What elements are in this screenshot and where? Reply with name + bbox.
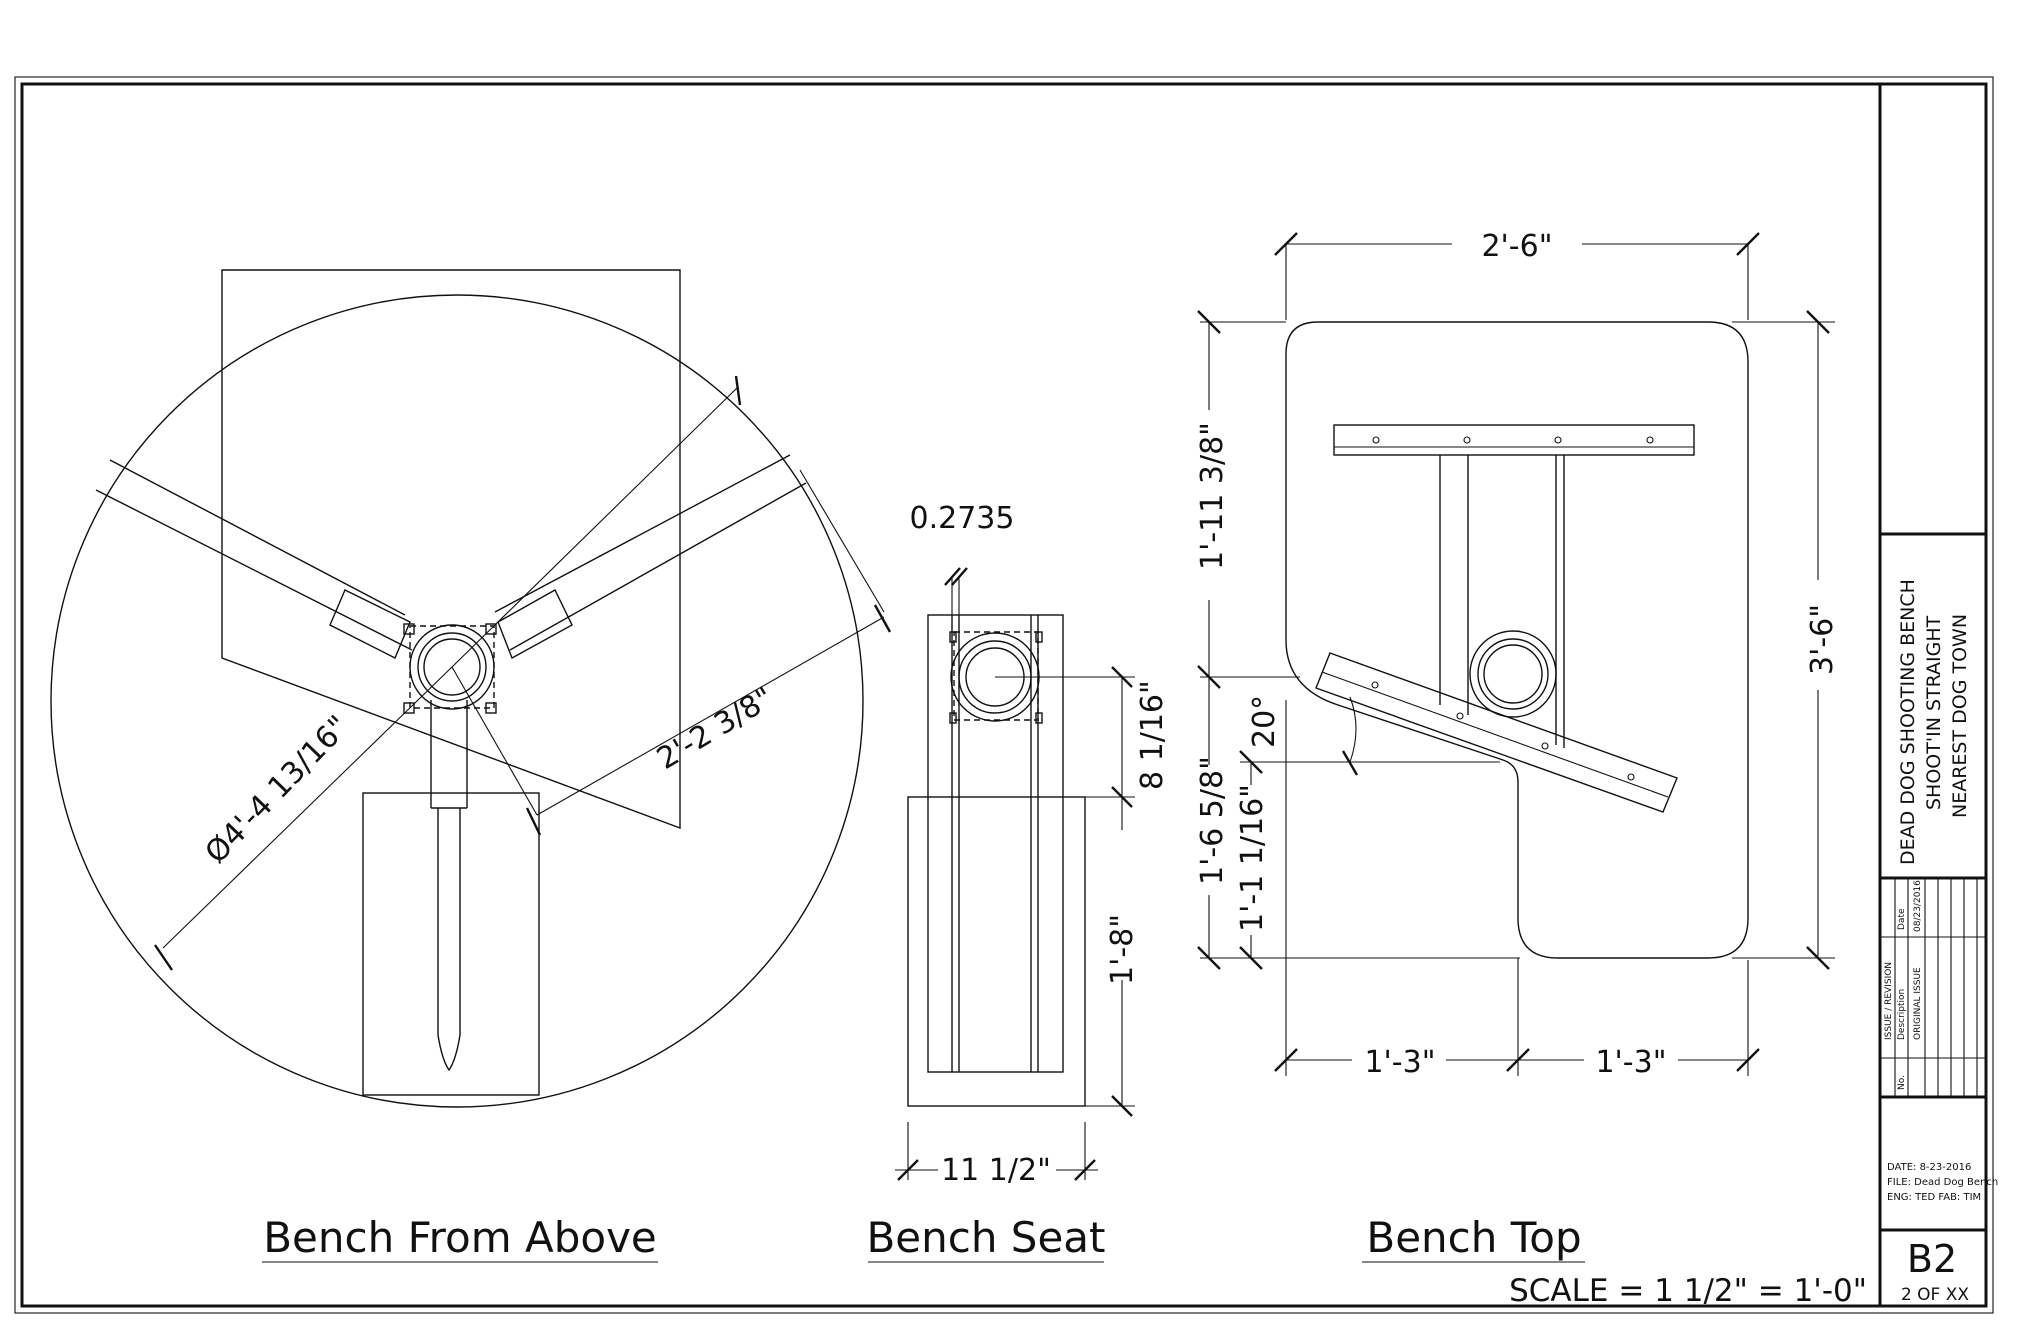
info-date: DATE: 8-23-2016	[1887, 1162, 1971, 1173]
dim-top-upper-left: 1'-11 3/8"	[1195, 422, 1230, 570]
info-eng: ENG: TED FAB: TIM	[1887, 1192, 1981, 1203]
view-bench-from-above: Ø4'-4 13/16" 2'-2 3/8" Bench From Above	[50, 269, 892, 1263]
seat-base	[907, 796, 1086, 1107]
rev-col-no: No.	[1897, 1075, 1907, 1090]
sheet-number: B2	[1907, 1237, 1957, 1281]
center-post	[409, 624, 495, 710]
rev-description: ORIGINAL ISSUE	[1913, 967, 1923, 1040]
revision-header: ISSUE / REVISION	[1884, 962, 1894, 1040]
dim-radius: 2'-2 3/8"	[651, 680, 779, 776]
scale-note: SCALE = 1 1/2" = 1'-0"	[1509, 1273, 1867, 1309]
dim-seat-right-upper: 8 1/16"	[1135, 680, 1170, 790]
angled-board	[1315, 652, 1678, 813]
project-line-1: DEAD DOG SHOOTING BENCH	[1897, 579, 1919, 865]
title-block: DEAD DOG SHOOTING BENCH SHOOT'IN STRAIGH…	[1878, 84, 1998, 1306]
view-title-top: Bench Top	[1366, 1213, 1581, 1262]
dim-seat-bottom: 11 1/2"	[941, 1153, 1051, 1188]
view-bench-seat: 0.2735 8 1/16" 1'-8" 11 1/2" Bench Seat	[866, 501, 1170, 1263]
view-bench-top: 2'-6" 3'-6" 1'-11 3/8" 1'-6 5/8" 1'-1 1/…	[1190, 226, 1840, 1263]
seat-outline	[362, 792, 540, 1096]
bench-top-outline	[1285, 321, 1749, 959]
view-title-seat: Bench Seat	[866, 1213, 1105, 1262]
dim-seat-top: 0.2735	[910, 501, 1015, 536]
rev-col-description: Description	[1897, 989, 1907, 1040]
sheet-of: 2 OF XX	[1901, 1285, 1969, 1305]
dim-top-height: 3'-6"	[1805, 604, 1840, 675]
dim-top-bottom-left: 1'-3"	[1364, 1045, 1435, 1080]
dim-top-mid-left-b: 1'-1 1/16"	[1235, 784, 1270, 932]
top-post	[1469, 630, 1557, 718]
table-top-outline	[221, 269, 681, 830]
project-line-3: NEAREST DOG TOWN	[1949, 614, 1971, 818]
inner-border	[20, 82, 1988, 1308]
dim-top-angle: 20°	[1247, 695, 1282, 748]
rev-date: 08/23/2016	[1913, 880, 1923, 932]
revision-table: ISSUE / REVISION No. Description Date OR…	[1880, 878, 1986, 1097]
view-title-above: Bench From Above	[263, 1213, 657, 1262]
project-line-2: SHOOT'IN STRAIGHT	[1923, 615, 1945, 810]
dim-seat-right-lower: 1'-8"	[1105, 914, 1140, 985]
info-file: FILE: Dead Dog Bench	[1887, 1177, 1998, 1188]
dim-top-bottom-right: 1'-3"	[1595, 1045, 1666, 1080]
dim-top-mid-left-a: 1'-6 5/8"	[1195, 756, 1230, 885]
dim-diameter: Ø4'-4 13/16"	[199, 709, 357, 870]
dim-top-width: 2'-6"	[1481, 229, 1552, 264]
bench-outline-circle	[50, 294, 864, 1108]
seat-upright	[927, 614, 1064, 1073]
outer-border	[14, 76, 1994, 1314]
rev-col-date: Date	[1897, 908, 1907, 930]
